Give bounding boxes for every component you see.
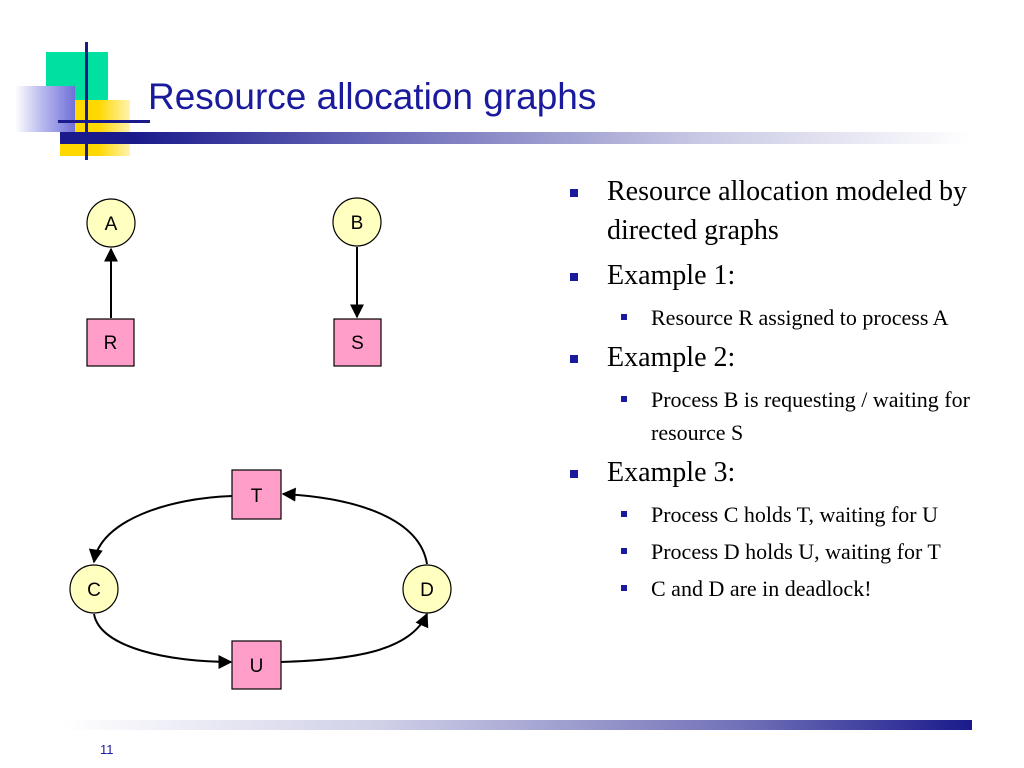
title-underline xyxy=(60,132,970,144)
sub-bullet-marker xyxy=(621,585,627,591)
slide-title: Resource allocation graphs xyxy=(148,76,597,117)
process-label-b: B xyxy=(351,213,364,234)
edge-u-to-d xyxy=(279,612,429,663)
deco-horizontal-line xyxy=(58,120,150,123)
process-node-b: B xyxy=(332,197,382,247)
bullet-marker xyxy=(570,273,578,281)
sub-bullet-item: Resource R assigned to process A xyxy=(565,301,1005,334)
process-node-c: C xyxy=(69,564,119,614)
resource-node-r: R xyxy=(86,318,135,367)
sub-bullet-marker xyxy=(621,548,627,554)
bullet-item: Example 3: xyxy=(565,453,1005,492)
process-node-d: D xyxy=(402,564,452,614)
bullet-marker xyxy=(570,355,578,363)
deco-lavender-square xyxy=(15,86,75,132)
resource-allocation-diagram: A R B S T C D U xyxy=(69,197,452,690)
bullet-item: Example 2: xyxy=(565,338,1005,377)
sub-bullet-item: Process B is requesting / waiting for re… xyxy=(565,383,1005,449)
sub-bullet-text: C and D are in deadlock! xyxy=(651,576,872,601)
sub-bullet-marker xyxy=(621,314,627,320)
bullet-marker xyxy=(570,470,578,478)
edge-d-to-t xyxy=(281,487,428,565)
resource-label-t: T xyxy=(251,486,263,507)
page-number: 11 xyxy=(100,742,114,757)
resource-node-u: U xyxy=(231,640,282,690)
sub-bullet-text: Process C holds T, waiting for U xyxy=(651,502,938,527)
process-label-c: C xyxy=(87,580,101,601)
sub-bullet-text: Resource R assigned to process A xyxy=(651,305,949,330)
sub-bullet-marker xyxy=(621,396,627,402)
process-label-a: A xyxy=(105,214,118,235)
bullet-item: Example 1: xyxy=(565,256,1005,295)
edge-t-to-c xyxy=(88,495,233,564)
bullet-list: Resource allocation modeled by directed … xyxy=(565,172,1005,609)
bullet-marker xyxy=(570,189,578,197)
bullet-text: Example 2: xyxy=(607,342,736,373)
sub-bullet-text: Process D holds U, waiting for T xyxy=(651,539,941,564)
edge-c-to-u xyxy=(93,613,233,669)
bullet-text: Resource allocation modeled by directed … xyxy=(607,176,967,246)
process-node-a: A xyxy=(86,198,136,248)
resource-label-u: U xyxy=(250,656,264,677)
bullet-text: Example 3: xyxy=(607,457,736,488)
deco-vertical-line xyxy=(85,42,88,160)
resource-label-r: R xyxy=(104,333,118,354)
bullet-item: Resource allocation modeled by directed … xyxy=(565,172,1005,250)
sub-bullet-text: Process B is requesting / waiting for re… xyxy=(651,387,970,445)
resource-label-s: S xyxy=(351,333,364,354)
sub-bullet-marker xyxy=(621,511,627,517)
footer-rule xyxy=(60,720,972,730)
resource-node-t: T xyxy=(231,469,282,520)
resource-node-s: S xyxy=(333,318,382,367)
bullet-text: Example 1: xyxy=(607,260,736,291)
process-label-d: D xyxy=(420,580,434,601)
corner-decoration xyxy=(0,0,150,170)
sub-bullet-item: Process C holds T, waiting for U xyxy=(565,498,1005,531)
sub-bullet-item: Process D holds U, waiting for T xyxy=(565,535,1005,568)
sub-bullet-item: C and D are in deadlock! xyxy=(565,572,1005,605)
